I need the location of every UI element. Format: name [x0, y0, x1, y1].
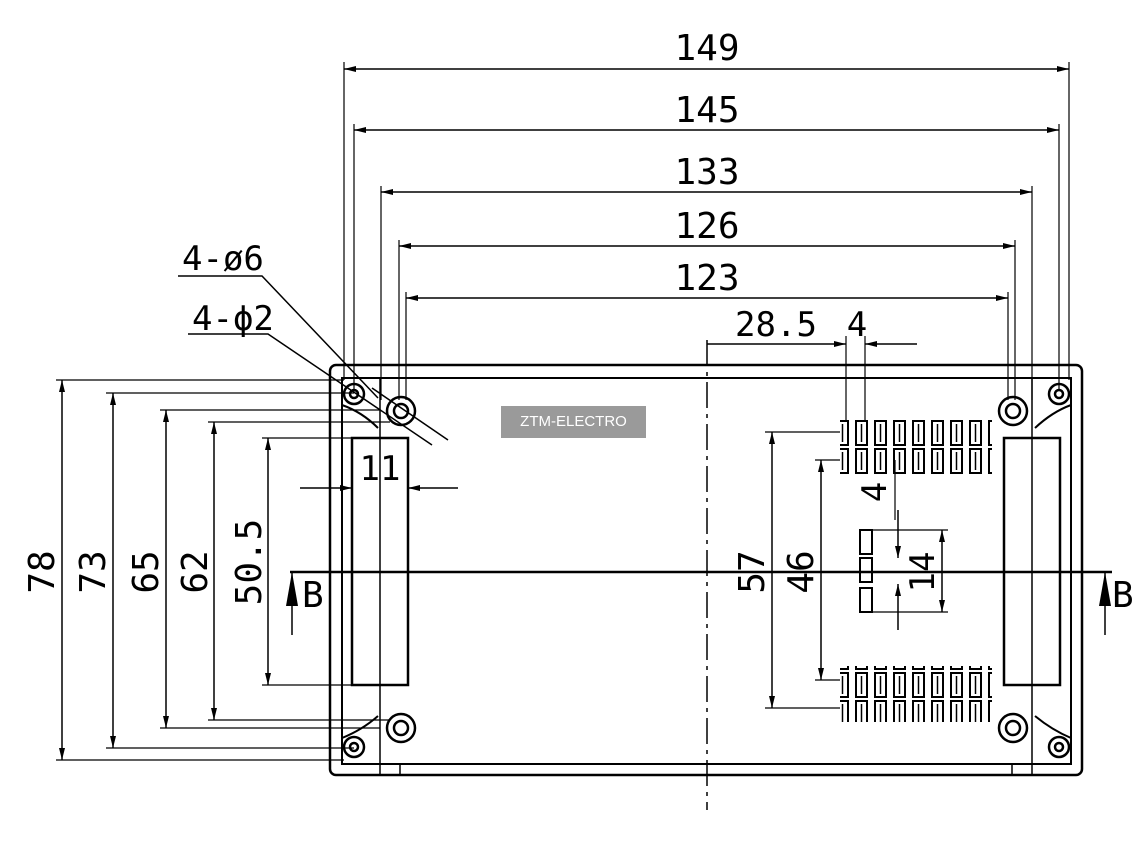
- side-slots: [350, 436, 1062, 687]
- dim-149: 149: [674, 28, 739, 69]
- section-arrow-left: [286, 572, 298, 635]
- extension-lines-pins: [765, 431, 948, 709]
- dim-28-5: 28.5: [735, 305, 817, 345]
- dim-73: 73: [73, 550, 114, 593]
- dim-50-5: 50.5: [229, 519, 270, 606]
- extension-lines-left: [56, 379, 390, 761]
- dim-46: 46: [781, 550, 822, 593]
- watermark-badge: ZTM-ELECTRO: [501, 406, 646, 438]
- dim-11: 11: [360, 449, 401, 489]
- pin-header-bottom: [840, 666, 992, 722]
- dim-62: 62: [175, 550, 216, 593]
- dim-123: 123: [674, 258, 739, 299]
- pin-header-top: [840, 420, 992, 475]
- extension-lines-top: [343, 62, 1070, 420]
- dim-pin-pitch-vertical: 4: [855, 482, 895, 502]
- dim-145: 145: [674, 90, 739, 131]
- callout-holes-small: 4-ϕ2: [192, 299, 274, 339]
- section-line: [290, 340, 1112, 810]
- dim-pin-pitch: 4: [847, 305, 867, 345]
- dim-lines-horizontal: [344, 66, 1069, 347]
- section-arrow-right: [1099, 572, 1111, 635]
- section-label-right: B: [1112, 575, 1134, 616]
- pin-header-middle: [859, 529, 873, 613]
- dim-lines-vertical-left: [59, 380, 271, 760]
- section-label-left: B: [302, 575, 324, 616]
- callout-holes-large: 4-ø6: [182, 239, 264, 279]
- dim-133: 133: [674, 152, 739, 193]
- dim-57: 57: [732, 550, 773, 593]
- dim-78: 78: [22, 550, 63, 593]
- large-holes: [385, 395, 1029, 744]
- callout-leaders: [178, 275, 449, 446]
- dim-14: 14: [903, 552, 943, 593]
- dim-126: 126: [674, 206, 739, 247]
- dim-lines-vertical-pins: [769, 432, 945, 708]
- dim-65: 65: [126, 550, 167, 593]
